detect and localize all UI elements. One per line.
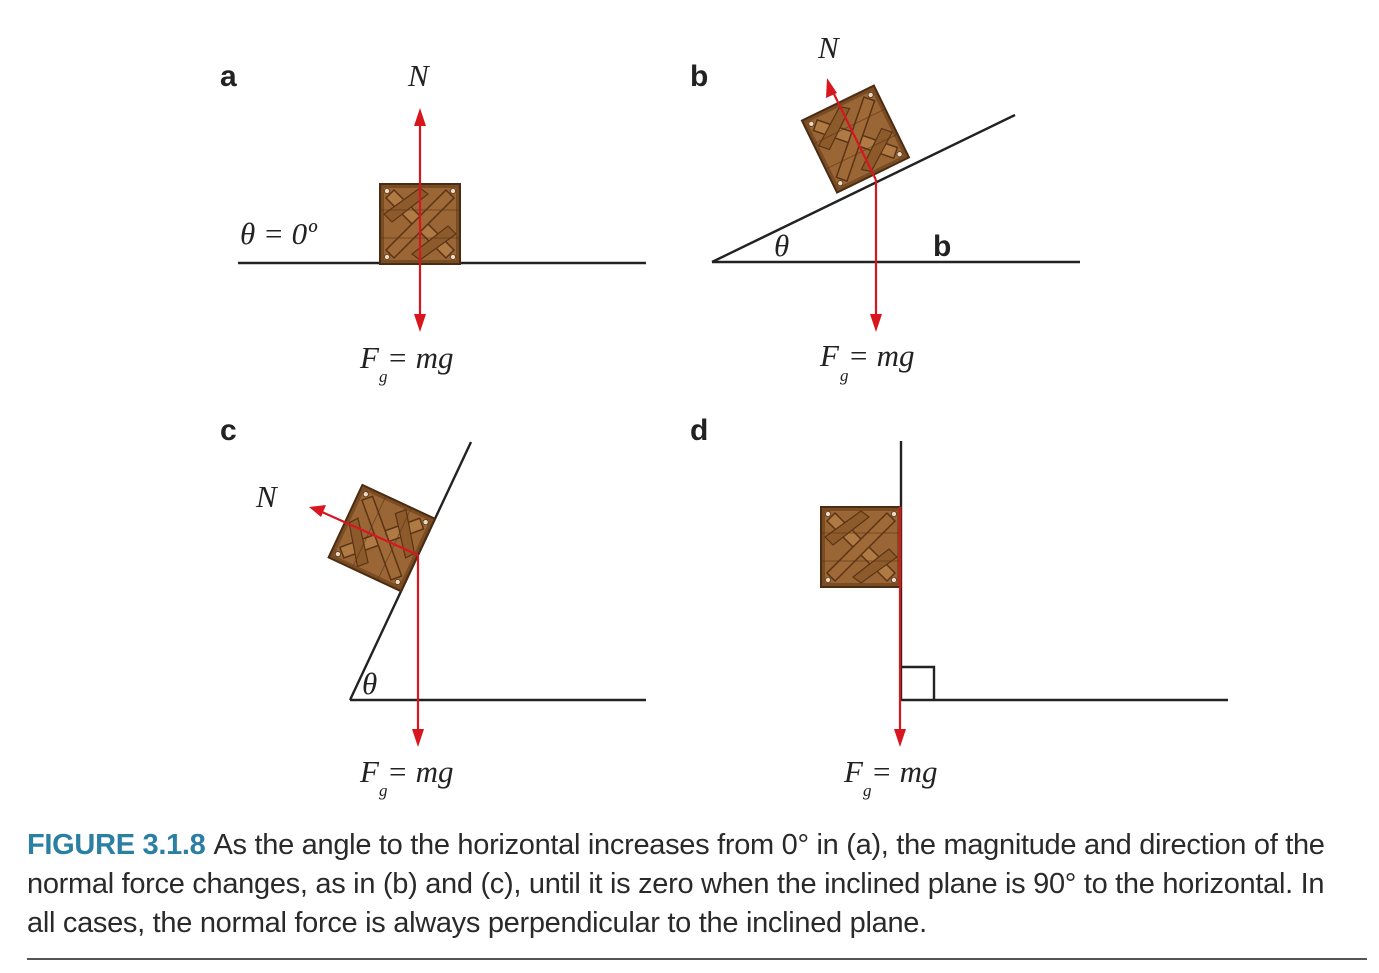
caption-divider — [27, 958, 1367, 960]
panel-b-weight-equation: = mg — [848, 338, 915, 373]
panel-b-weight-arrowhead — [870, 314, 882, 332]
panel-a: a N θ = 0º F g = mg — [220, 58, 646, 386]
panel-b-normal-arrowhead — [826, 78, 837, 98]
panel-a-weight-equation: = mg — [387, 340, 454, 375]
panel-b-letter: b — [690, 60, 708, 93]
panel-c-normal-arrowhead — [309, 505, 326, 517]
panel-a-normal-label: N — [407, 58, 431, 93]
panel-b-angle-label: θ — [774, 228, 789, 263]
panel-d-weight-subscript: g — [863, 781, 872, 800]
panel-c-weight-equation: = mg — [387, 754, 454, 789]
panel-d: d F g = mg — [690, 414, 1228, 800]
figure-caption-label: FIGURE 3.1.8 — [27, 829, 206, 861]
panel-a-angle-label: θ = 0º — [240, 216, 318, 251]
panel-d-right-angle-marker — [901, 665, 936, 700]
panel-c-weight-symbol: F — [359, 754, 380, 789]
panel-b-base-label: b — [933, 230, 951, 263]
panel-d-letter: d — [690, 414, 708, 447]
panel-b-weight-label: F g = mg — [819, 338, 915, 385]
panel-a-weight-label: F g = mg — [359, 340, 454, 386]
panel-c-angle-label: θ — [362, 666, 377, 701]
panel-d-weight-symbol: F — [843, 754, 864, 789]
panel-d-weight-arrowhead — [894, 729, 906, 747]
panel-d-weight-label: F g = mg — [843, 754, 938, 800]
panel-b-weight-symbol: F — [819, 338, 840, 373]
panel-c-weight-subscript: g — [379, 781, 388, 800]
panel-d-crate — [820, 506, 902, 588]
panel-a-normal-arrowhead — [414, 108, 426, 126]
panel-b: b N θ b F g = mg — [690, 30, 1080, 385]
panel-b-normal-label: N — [817, 30, 841, 65]
panel-b-normal-line — [832, 91, 877, 181]
panel-b-weight-subscript: g — [840, 366, 849, 385]
panel-c-weight-arrowhead — [412, 729, 424, 747]
panel-c: c N θ F g = mg — [220, 414, 646, 800]
panel-b-incline — [711, 113, 1016, 264]
panel-c-normal-line — [321, 510, 419, 557]
panel-d-weight-equation: = mg — [871, 754, 938, 789]
panel-a-letter: a — [220, 60, 237, 93]
panel-a-weight-subscript: g — [379, 367, 388, 386]
panel-c-weight-label: F g = mg — [359, 754, 454, 800]
panel-c-normal-label: N — [255, 479, 279, 514]
panel-a-weight-symbol: F — [359, 340, 380, 375]
figure-caption-text: As the angle to the horizontal increases… — [27, 829, 1325, 939]
panel-a-weight-arrowhead — [414, 314, 426, 332]
panel-c-letter: c — [220, 414, 237, 447]
